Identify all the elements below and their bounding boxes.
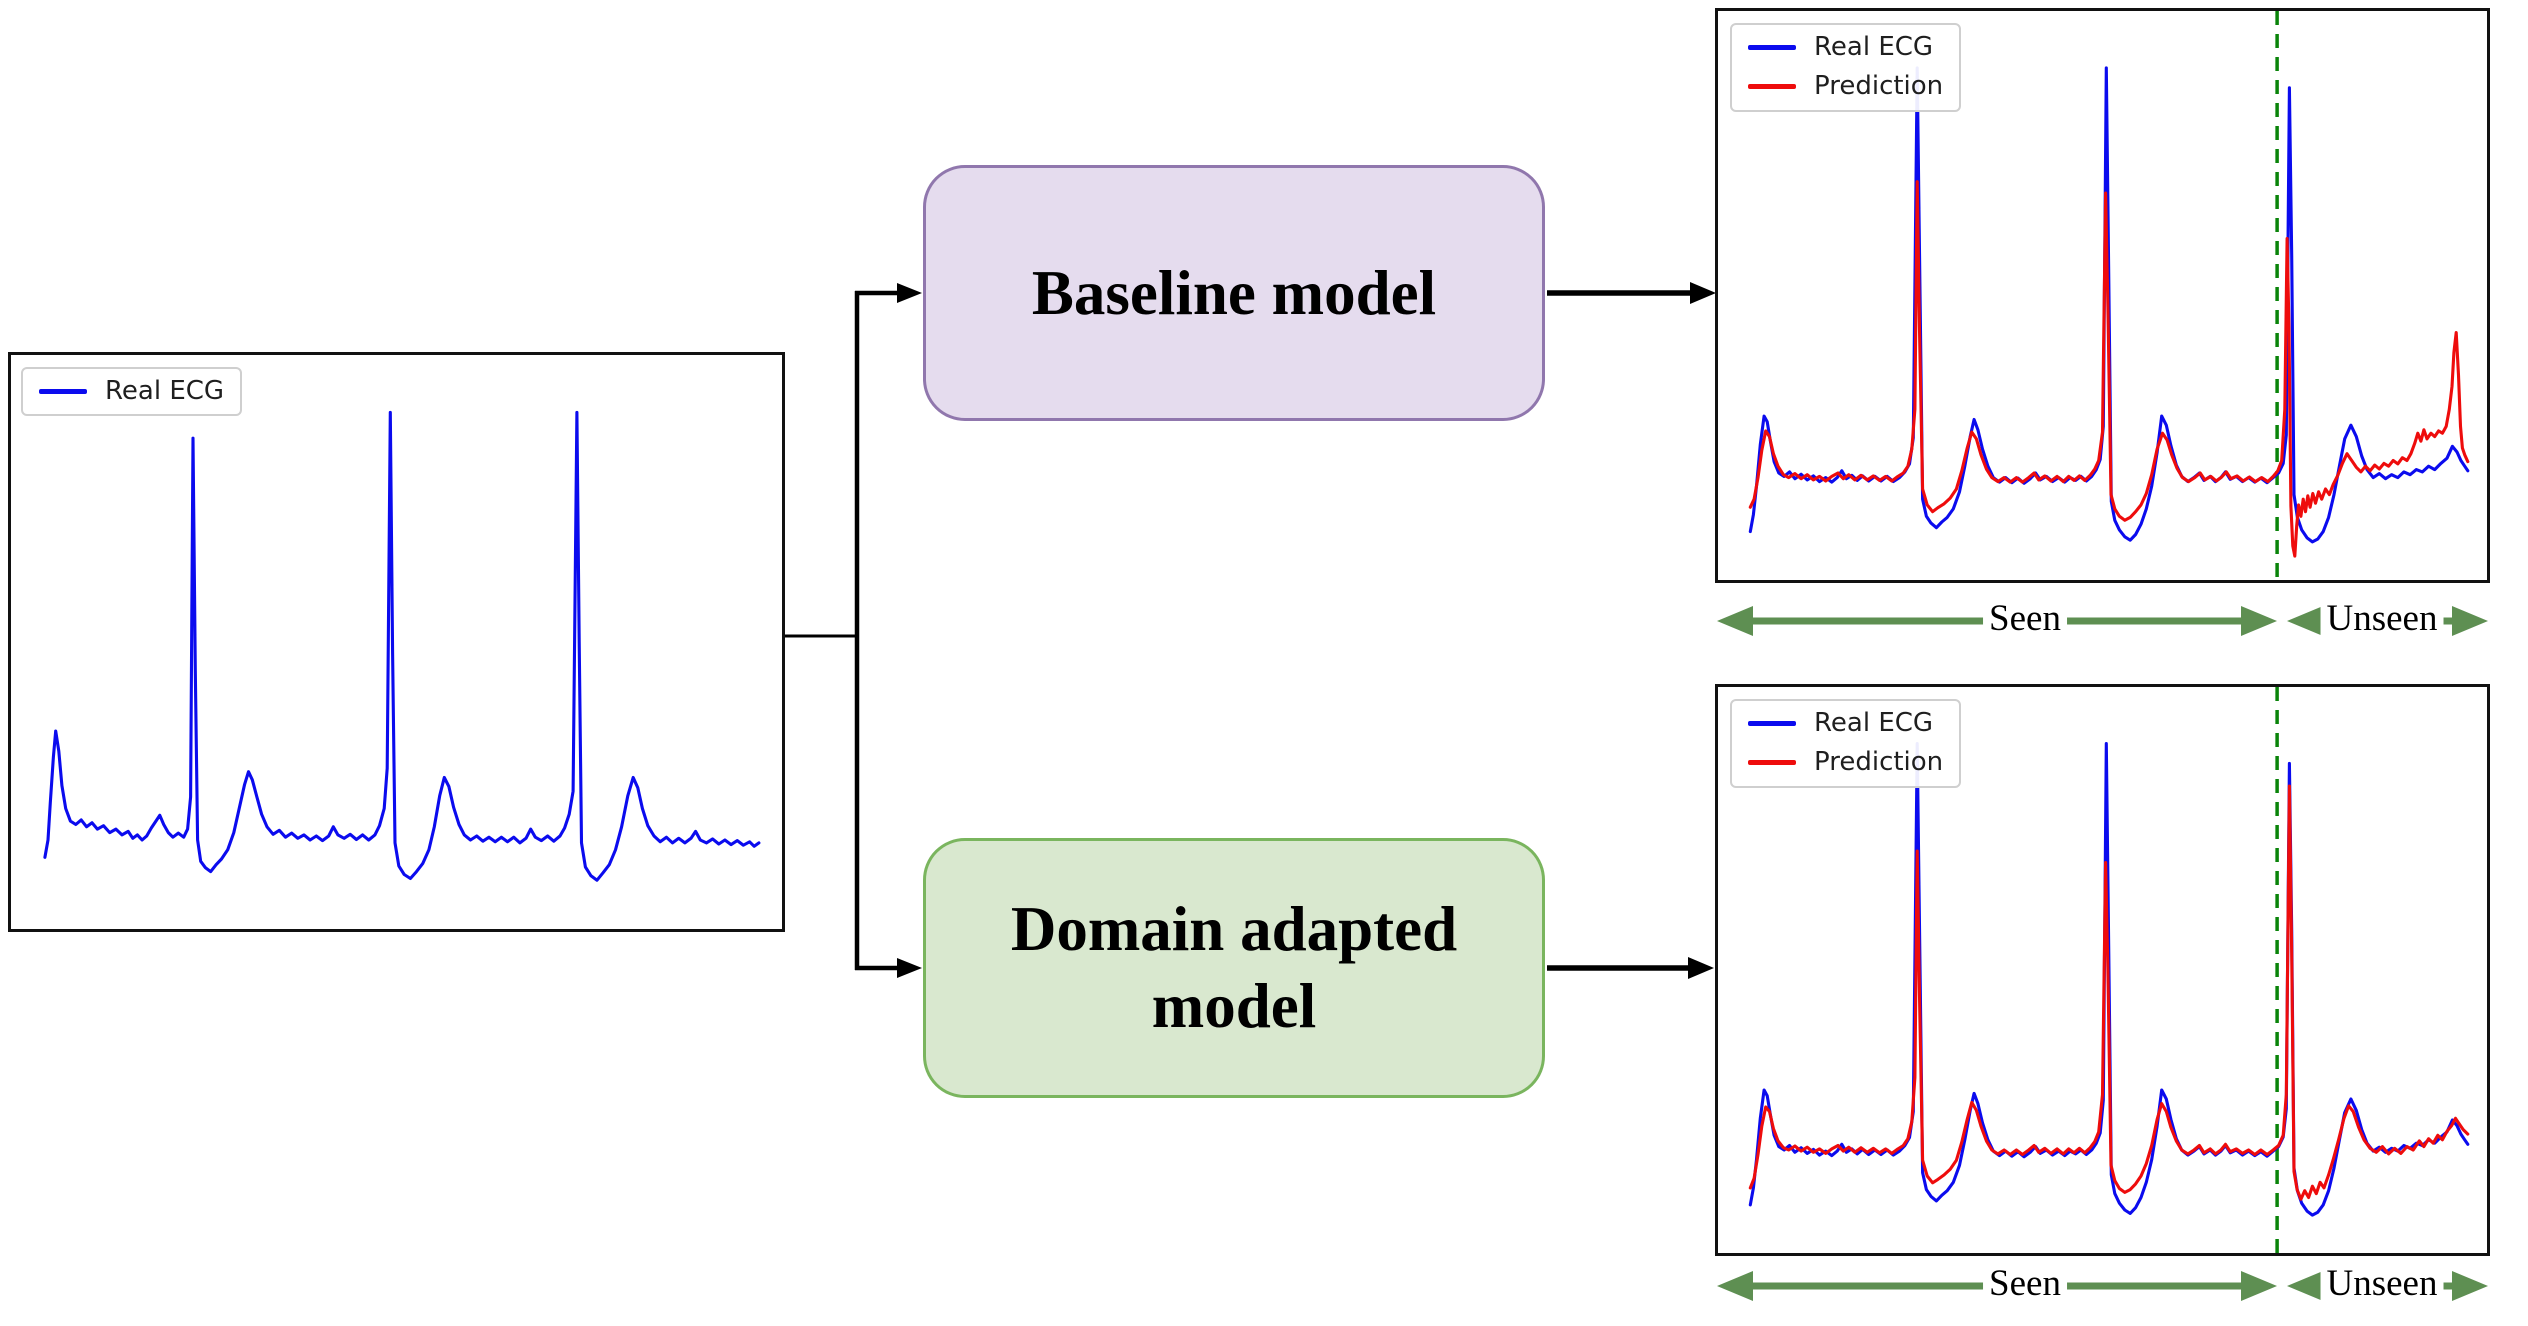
unseen-right-arrowhead-icon [2452, 1271, 2488, 1301]
adapted-output-plot: Real ECG Prediction [1715, 684, 2490, 1256]
legend-label-real-ecg: Real ECG [105, 376, 225, 406]
seen-region-label: Seen [1983, 1264, 2067, 1304]
legend-label-real-ecg: Real ECG [1814, 32, 1934, 62]
baseline-model-label: Baseline model [1031, 257, 1437, 328]
seen-right-arrowhead-icon [2241, 1271, 2277, 1301]
prediction-line-sample [1748, 84, 1796, 90]
input-ecg-plot: Real ECG [8, 352, 785, 932]
legend-item-real-ecg: Real ECG [1748, 32, 1943, 62]
seen-left-arrowhead-icon [1717, 1271, 1753, 1301]
legend-label-real-ecg: Real ECG [1814, 708, 1934, 738]
baseline-output-plot: Real ECG Prediction [1715, 8, 2490, 583]
baseline-model-box: Baseline model [923, 165, 1545, 421]
domain-adapted-model-label: Domain adapted model [1010, 894, 1458, 1041]
seen-region-label: Seen [1983, 599, 2067, 639]
input-ecg-chart [11, 355, 782, 929]
adapted-output-arrow-head [1688, 957, 1714, 979]
unseen-left-arrowhead-icon [2287, 1271, 2323, 1301]
legend-label-prediction: Prediction [1814, 71, 1944, 102]
adapted-output-chart [1718, 687, 2487, 1253]
arrow-to-adapted-head [897, 958, 922, 978]
legend-item-prediction: Prediction [1748, 71, 1944, 102]
real-ecg-line-sample [1748, 721, 1796, 727]
legend-label-prediction: Prediction [1814, 747, 1944, 778]
arrow-to-baseline-head [897, 283, 922, 303]
legend-item-real-ecg: Real ECG [39, 376, 225, 406]
prediction-line-sample [1748, 760, 1796, 766]
unseen-left-arrowhead-icon [2287, 606, 2323, 636]
real-ecg-line-sample [1748, 45, 1796, 51]
seen-unseen-axis-bottom: Seen Unseen [1715, 1263, 2490, 1309]
input-ecg-legend: Real ECG [21, 367, 243, 417]
baseline-output-legend: Real ECG Prediction [1730, 23, 1962, 112]
legend-item-real-ecg: Real ECG [1748, 708, 1943, 738]
seen-right-arrowhead-icon [2241, 606, 2277, 636]
unseen-region-label: Unseen [2320, 599, 2444, 639]
legend-item-prediction: Prediction [1748, 747, 1944, 778]
seen-left-arrowhead-icon [1717, 606, 1753, 636]
baseline-output-chart [1718, 11, 2487, 580]
seen-unseen-axis-top: Seen Unseen [1715, 598, 2490, 644]
real-ecg-line-sample [39, 389, 87, 395]
adapted-output-legend: Real ECG Prediction [1730, 699, 1962, 788]
baseline-output-arrow-head [1690, 282, 1716, 304]
unseen-region-label: Unseen [2320, 1264, 2444, 1304]
domain-adapted-model-box: Domain adapted model [923, 838, 1545, 1098]
unseen-right-arrowhead-icon [2452, 606, 2488, 636]
